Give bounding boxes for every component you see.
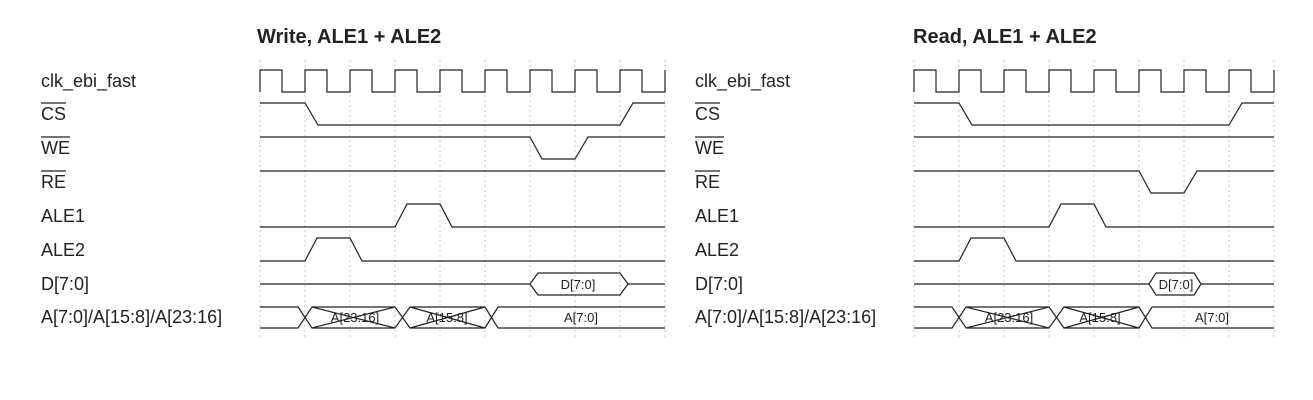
read-address-segment-1-label: A[23:16]	[985, 310, 1033, 325]
read-grid	[913, 60, 1275, 340]
write-label-data: D[7:0]	[41, 274, 89, 294]
write-ale1-wave	[260, 203, 665, 228]
write-label-we: WE	[41, 138, 70, 158]
read-ale1-wave	[914, 203, 1274, 228]
read-label-data: D[7:0]	[695, 274, 743, 294]
read-re-wave	[914, 170, 1274, 194]
write-we-wave	[260, 136, 665, 160]
read-label-address: A[7:0]/A[15:8]/A[23:16]	[695, 307, 876, 327]
write-label-re: RE	[41, 172, 66, 192]
write-address-bus	[260, 306, 665, 329]
write-ale2-wave	[260, 237, 665, 262]
write-clock-wave	[259, 69, 666, 93]
read-label-re: RE	[695, 172, 720, 192]
write-label-ale2: ALE2	[41, 240, 85, 260]
write-data-segment-label: D[7:0]	[561, 277, 596, 292]
read-data-segment-label: D[7:0]	[1159, 277, 1194, 292]
read-title: Read, ALE1 + ALE2	[913, 26, 1097, 48]
write-label-ale1: ALE1	[41, 206, 85, 226]
read-address-segment-2-label: A[15:8]	[1079, 310, 1120, 325]
read-address-bus	[914, 306, 1274, 329]
write-address-segment-2-label: A[15:8]	[426, 310, 467, 325]
read-ale2-wave	[914, 237, 1274, 262]
read-label-ale1: ALE1	[695, 206, 739, 226]
read-label-we: WE	[695, 138, 724, 158]
read-data-bus	[914, 272, 1274, 296]
read-label-cs: CS	[695, 104, 720, 124]
write-grid	[259, 60, 666, 340]
read-label-clk: clk_ebi_fast	[695, 71, 790, 92]
write-data-bus	[260, 272, 665, 296]
read-clock-wave	[913, 69, 1275, 93]
write-diagram: Write, ALE1 + ALE2 clk_ebi_fast CS WE RE…	[41, 26, 666, 340]
write-address-segment-1-label: A[23:16]	[331, 310, 379, 325]
read-label-ale2: ALE2	[695, 240, 739, 260]
write-label-address: A[7:0]/A[15:8]/A[23:16]	[41, 307, 222, 327]
read-address-segment-3-label: A[7:0]	[1195, 310, 1229, 325]
write-label-cs: CS	[41, 104, 66, 124]
write-label-clk: clk_ebi_fast	[41, 71, 136, 92]
read-diagram: Read, ALE1 + ALE2 clk_ebi_fast CS WE RE …	[695, 26, 1275, 340]
read-cs-wave	[914, 102, 1274, 126]
write-address-segment-3-label: A[7:0]	[564, 310, 598, 325]
write-cs-wave	[260, 102, 665, 126]
write-title: Write, ALE1 + ALE2	[257, 26, 441, 48]
